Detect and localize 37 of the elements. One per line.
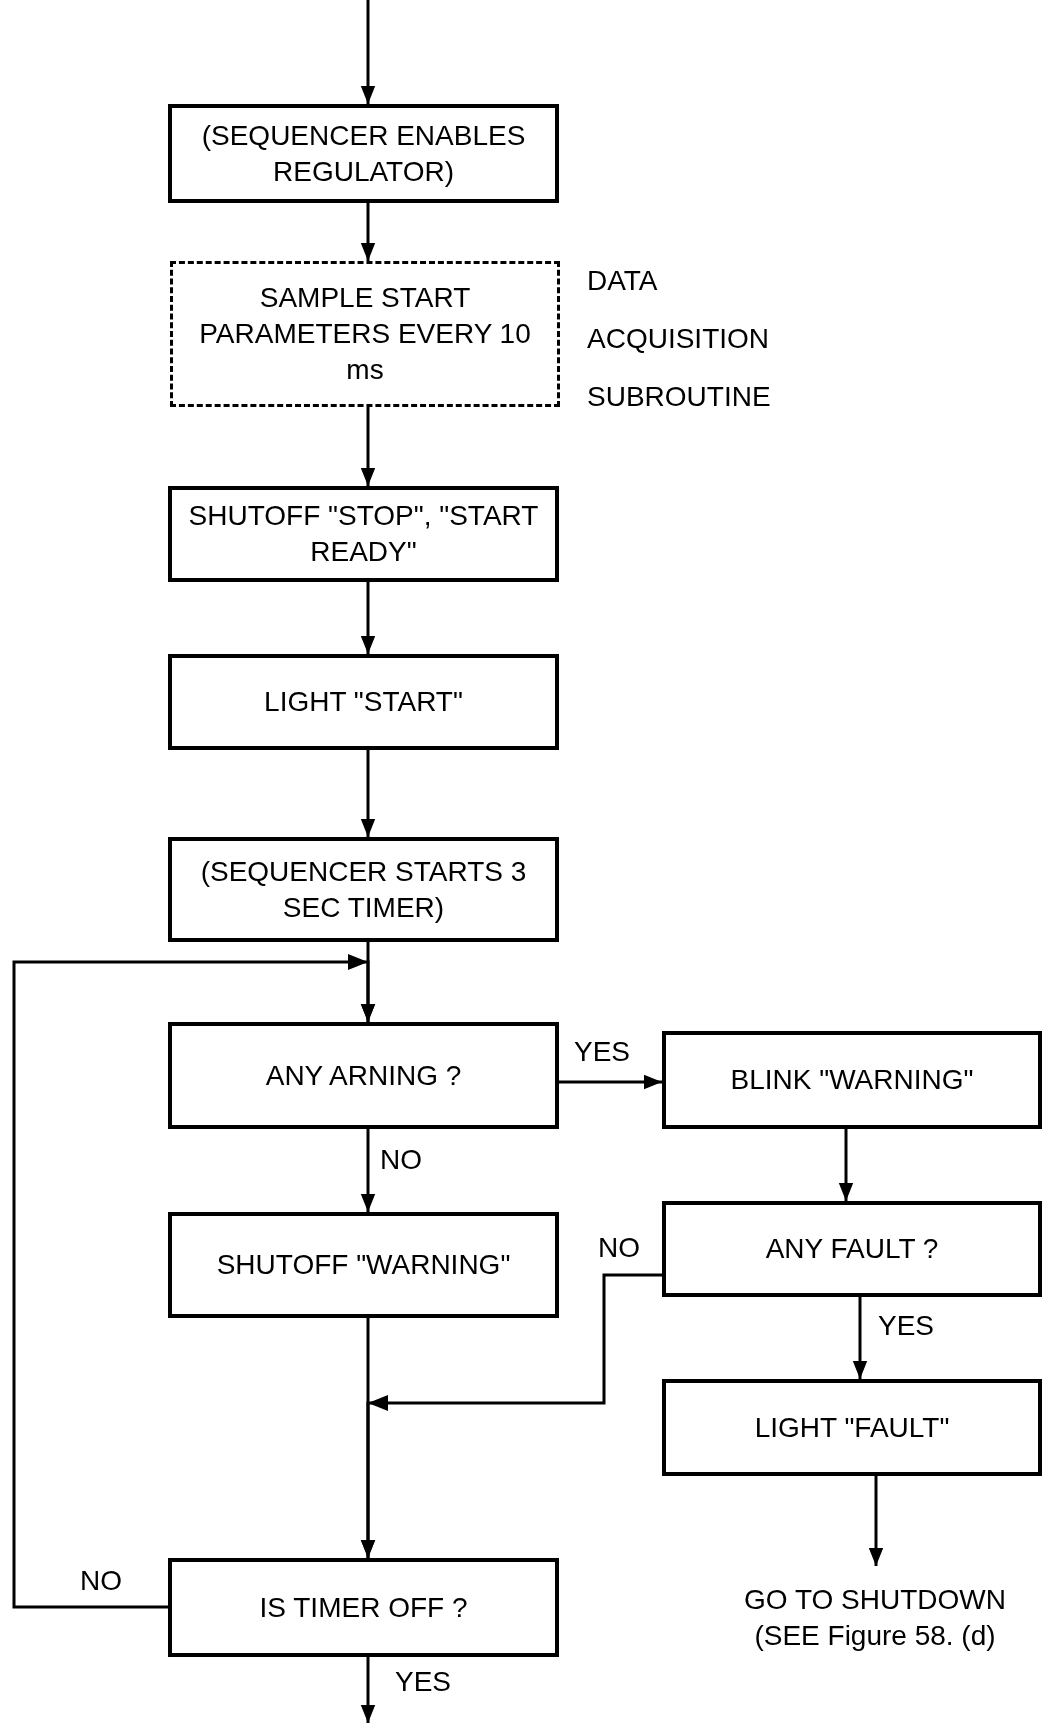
arrow [852, 1297, 868, 1379]
process-box [168, 486, 559, 582]
box-text: SAMPLE START PARAMETERS EVERY 10 ms [198, 281, 532, 387]
box-text: SHUTOFF "STOP", "START READY" [187, 499, 540, 569]
subroutine-box [170, 261, 560, 407]
arrow [12, 954, 376, 1609]
process-box [662, 1031, 1042, 1129]
arrow [360, 582, 376, 654]
arrow [360, 1657, 376, 1723]
box-text: BLINK "WARNING" [730, 1063, 974, 1097]
arrow [868, 1476, 884, 1566]
arrow [360, 1318, 376, 1558]
box-text: ANY FAULT ? [765, 1232, 939, 1266]
arrow [360, 407, 376, 486]
box-text: ANY ARNING ? [265, 1058, 462, 1093]
box-text: (SEQUENCER STARTS 3 SEC TIMER) [199, 854, 528, 925]
arrow [360, 0, 376, 104]
arrow [559, 1074, 662, 1090]
box-text: LIGHT "FAULT" [754, 1410, 950, 1445]
arrow [360, 750, 376, 837]
box-text: SHUTOFF "WARNING" [216, 1248, 511, 1282]
process-box [168, 654, 559, 750]
box-text: GO TO SHUTDOWN (SEE Figure 58. (d) [743, 1583, 1007, 1653]
arrow [360, 1129, 376, 1212]
process-box [168, 1558, 559, 1657]
arrow [838, 1129, 854, 1201]
process-box [168, 1022, 559, 1129]
process-box [662, 1379, 1042, 1476]
process-box [168, 837, 559, 942]
box-text: (SEQUENCER ENABLES REGULATOR) [200, 118, 527, 189]
process-box [168, 104, 559, 203]
arrow [360, 203, 376, 261]
box-text: LIGHT "START" [264, 685, 463, 719]
process-box [168, 1212, 559, 1318]
process-box [662, 1201, 1042, 1297]
box-text: IS TIMER OFF ? [259, 1590, 468, 1625]
side-note: DATA ACQUISITION SUBROUTINE [587, 264, 771, 414]
